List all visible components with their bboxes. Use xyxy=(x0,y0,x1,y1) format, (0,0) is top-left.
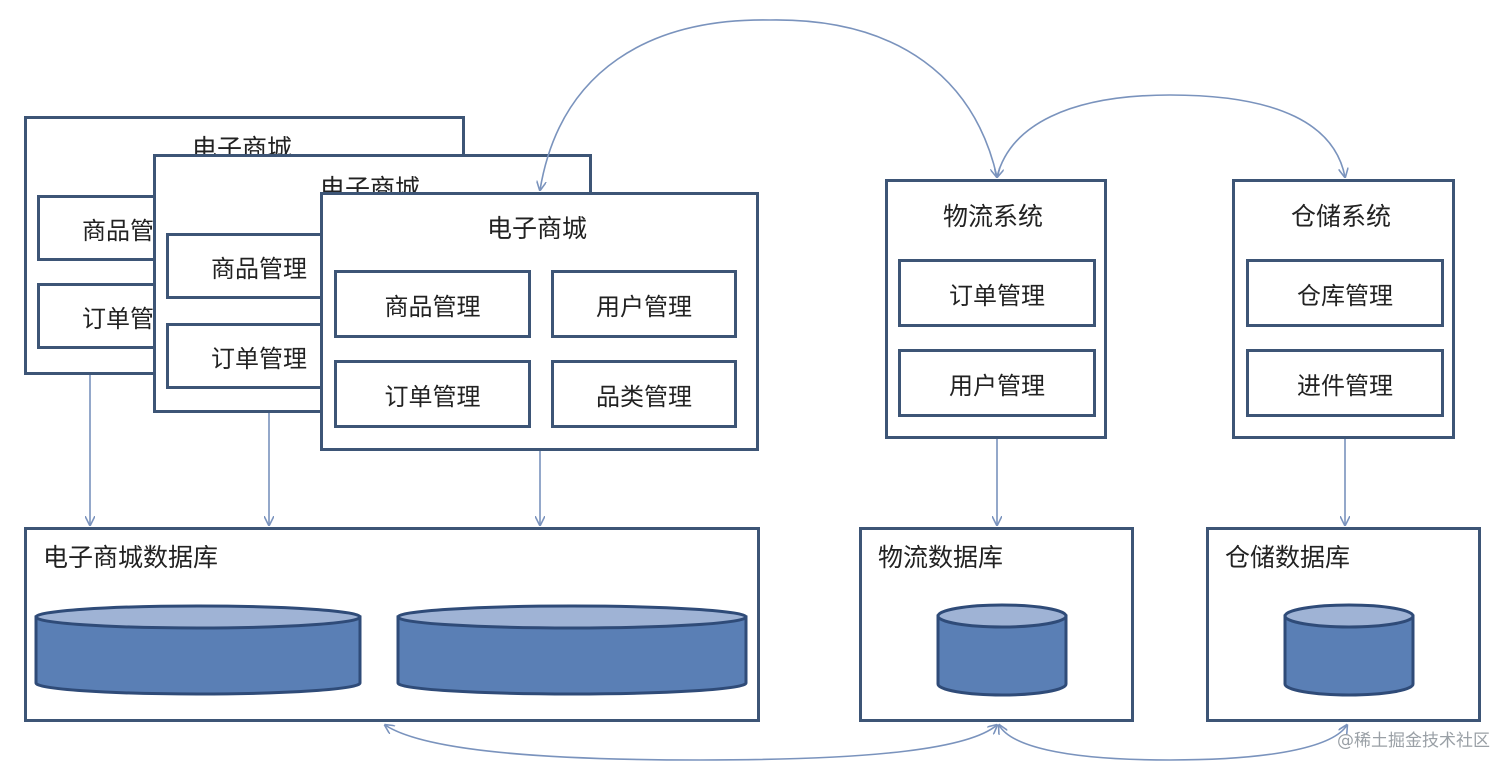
database-cylinder xyxy=(1283,603,1415,697)
arc-db-ecommerce-logistics xyxy=(385,725,701,761)
ecommerce-system-front: 电子商城 商品管理 用户管理 订单管理 品类管理 xyxy=(320,192,759,451)
database-title: 仓储数据库 xyxy=(1225,543,1351,572)
module-product-management: 商品管理 xyxy=(334,270,531,338)
module-user-management: 用户管理 xyxy=(898,349,1096,417)
database-cylinder xyxy=(34,604,362,696)
database-cylinder xyxy=(936,603,1068,697)
database-title: 物流数据库 xyxy=(878,543,1004,572)
arc-logistics-warehouse xyxy=(1169,94,1345,177)
logistics-system: 物流系统 订单管理 用户管理 xyxy=(885,179,1107,439)
watermark: @稀土掘金技术社区 xyxy=(1337,731,1490,751)
arc-ecommerce-logistics xyxy=(769,19,997,177)
arc-db-logistics-warehouse xyxy=(1169,725,1347,761)
arc-logistics-warehouse xyxy=(997,94,1171,177)
module-order-management: 订单管理 xyxy=(898,259,1096,327)
module-user-management: 用户管理 xyxy=(551,270,737,338)
database-cylinder xyxy=(396,604,748,696)
arc-db-ecommerce-logistics xyxy=(699,725,997,761)
system-title: 仓储系统 xyxy=(1291,202,1392,231)
system-title: 电子商城 xyxy=(487,214,588,243)
module-category-management: 品类管理 xyxy=(551,360,737,428)
arc-db-logistics-warehouse xyxy=(999,725,1171,761)
arc-ecommerce-logistics xyxy=(540,19,771,190)
database-title: 电子商城数据库 xyxy=(43,543,219,572)
module-inbound-management: 进件管理 xyxy=(1246,349,1444,417)
module-warehouse-management: 仓库管理 xyxy=(1246,259,1444,327)
warehouse-system: 仓储系统 仓库管理 进件管理 xyxy=(1232,179,1455,439)
system-title: 物流系统 xyxy=(943,202,1044,231)
module-order-management: 订单管理 xyxy=(334,360,531,428)
